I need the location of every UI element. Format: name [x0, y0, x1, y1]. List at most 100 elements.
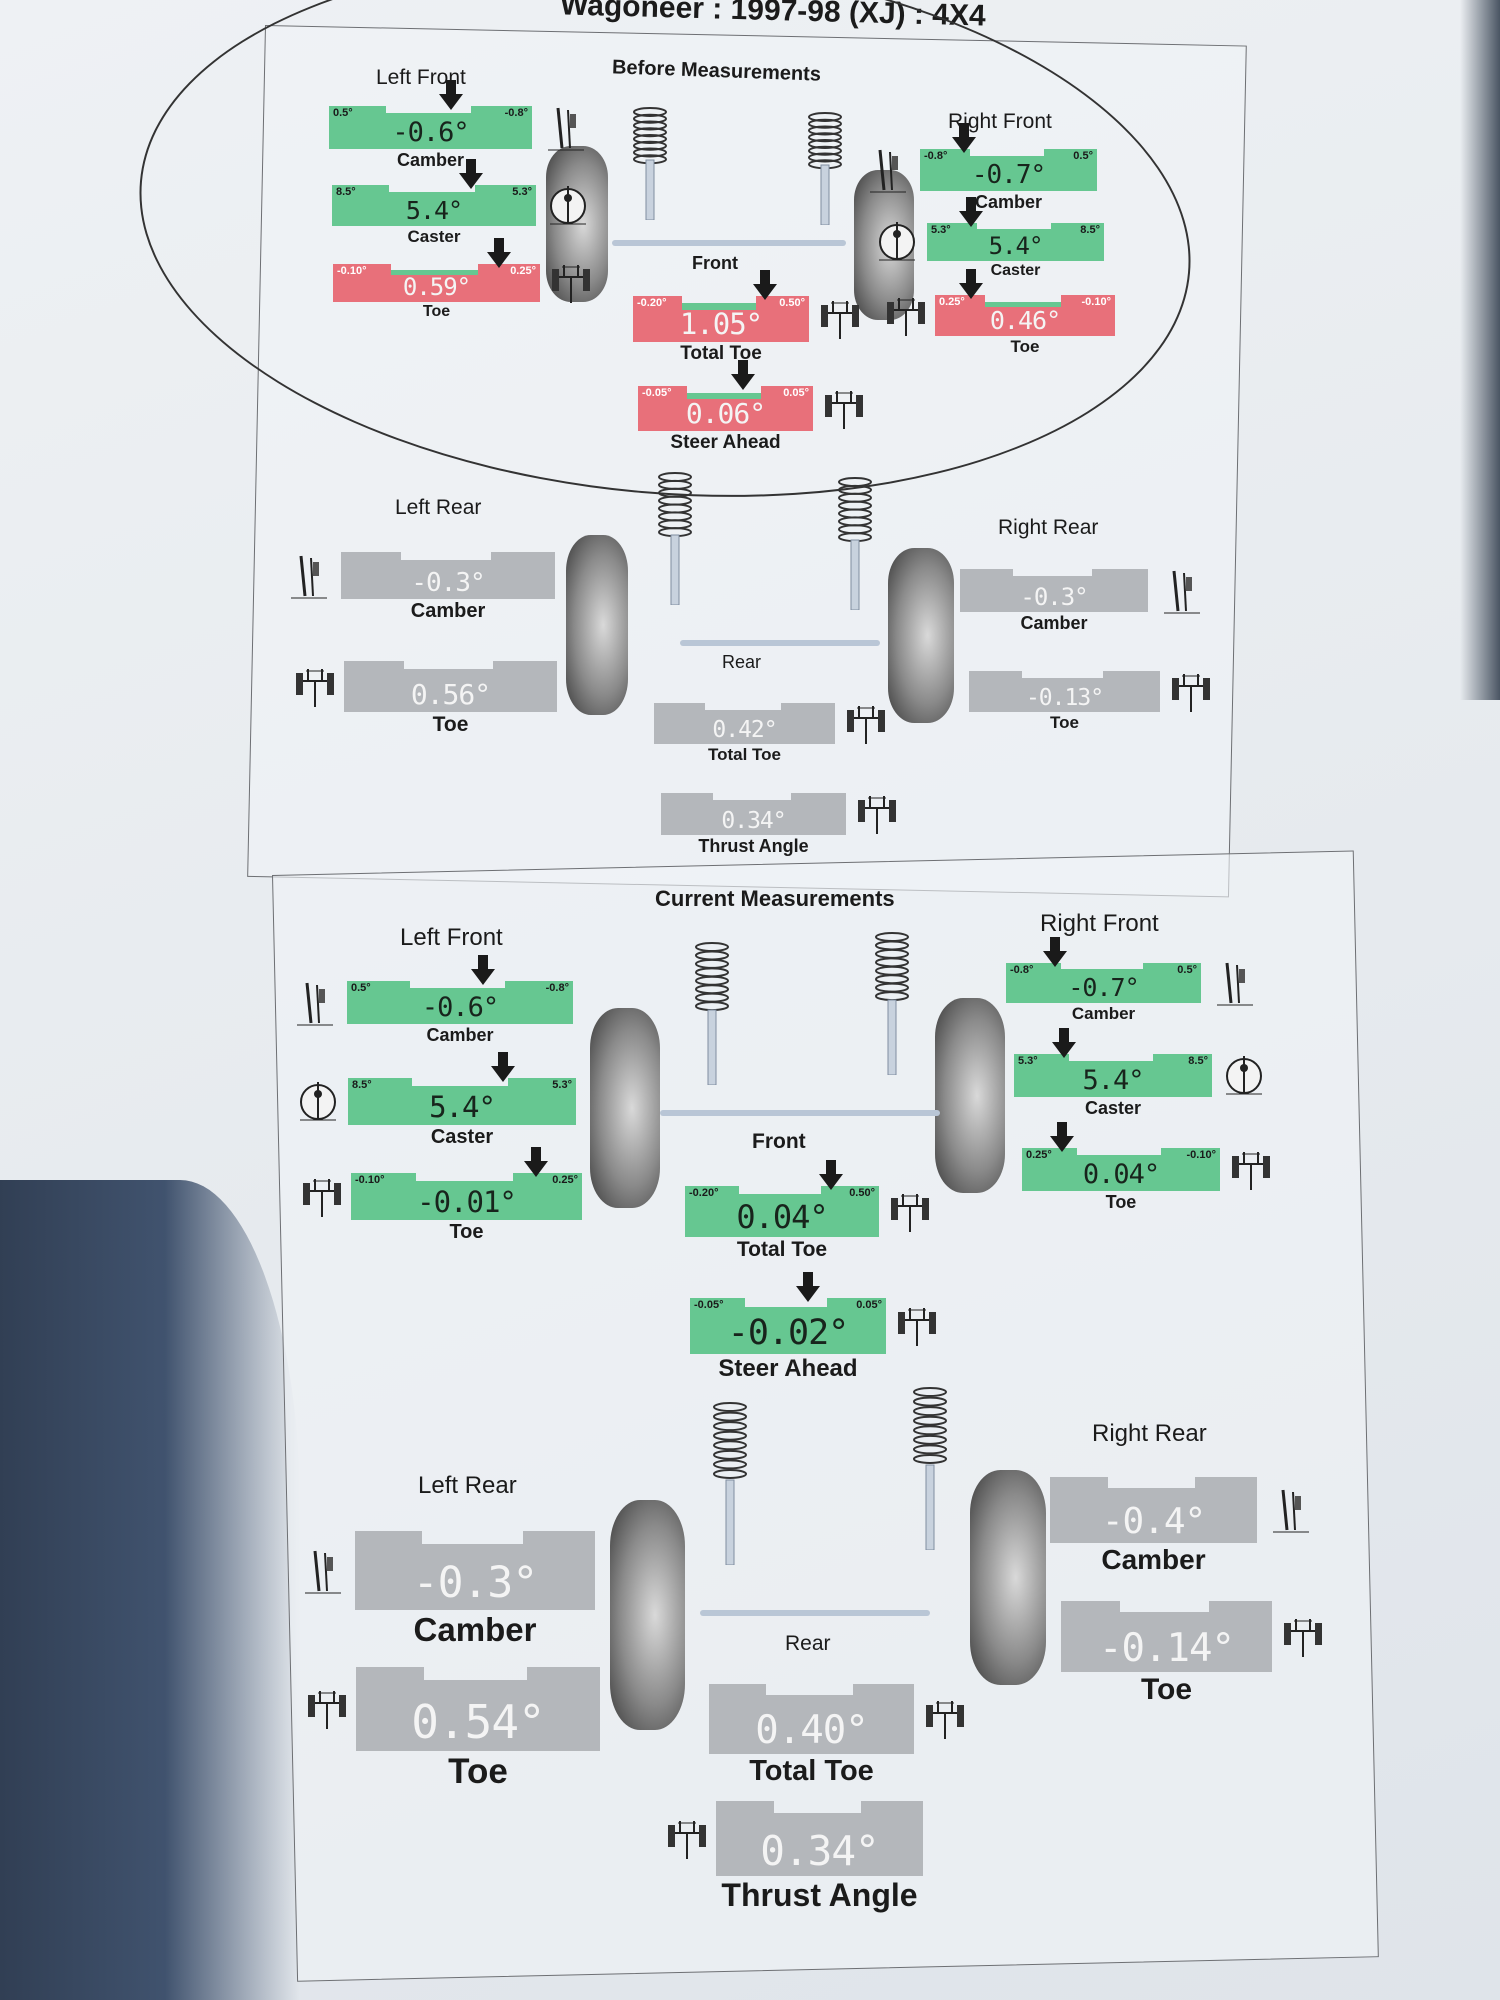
gauge-end-left — [654, 703, 705, 716]
toe-diagram-icon — [885, 292, 927, 345]
gauge-min-value: 0.25° — [1026, 1148, 1052, 1161]
toe-diagram-icon — [301, 1173, 343, 1226]
gauge-label: Toe — [1050, 713, 1079, 732]
gauge-mid-step — [389, 191, 475, 198]
gauge-end-left — [661, 793, 713, 806]
gauge-value: 0.04° — [1082, 1159, 1160, 1191]
current-rear-left-strut-icon — [710, 1395, 750, 1570]
camber-diagram-icon — [548, 104, 584, 157]
gauge-value: 0.34° — [721, 808, 786, 835]
gauge-bar — [920, 160, 1097, 191]
before-left-rear-label: Left Rear — [395, 496, 482, 519]
gauge-value: -0.3° — [412, 1558, 538, 1609]
current-right-rear-label: Right Rear — [1092, 1420, 1207, 1447]
current-rear-tie-rod — [700, 1610, 930, 1616]
gauge-label: Camber — [396, 150, 465, 170]
before-lr-toe-gauge: 0.56°Toe — [296, 661, 557, 736]
gauge-label: Toe — [1140, 1673, 1193, 1706]
gauge-mid-step — [969, 155, 1044, 162]
current-rear-right-strut-icon — [910, 1380, 950, 1555]
gauge-value: -0.14° — [1099, 1625, 1235, 1671]
gauge-pointer-arrow-icon — [795, 1272, 820, 1302]
gauge-end-left — [332, 185, 390, 198]
gauge-value: 0.46° — [989, 306, 1061, 336]
gauge-label: Toe — [449, 1221, 484, 1243]
gauge-pointer-arrow-icon — [959, 269, 983, 299]
gauge-end-right — [1050, 223, 1104, 235]
camber-diagram-icon — [305, 1547, 341, 1600]
gauge-label: Camber — [410, 600, 486, 622]
gauge-end-left — [1061, 1601, 1121, 1623]
camber-diagram-icon — [1217, 959, 1253, 1012]
gauge-bar — [1014, 1066, 1212, 1097]
gauge-end-left — [355, 1531, 423, 1555]
gauge-mid-step — [687, 393, 761, 400]
gauge-bar — [654, 714, 835, 744]
gauge-end-right — [860, 1801, 923, 1824]
gauge-end-right — [1102, 671, 1160, 684]
gauge-mid-step — [403, 669, 494, 677]
gauge-end-right — [1043, 149, 1097, 162]
gauge-mid-step — [422, 1543, 523, 1555]
gauge-mid-step — [1107, 1487, 1195, 1497]
gauge-pointer-arrow-icon — [1042, 937, 1067, 967]
gauge-max-value: 0.50° — [849, 1187, 875, 1200]
gauge-bar — [935, 306, 1115, 336]
gauge-pointer-arrow-icon — [818, 1160, 843, 1190]
gauge-end-right — [493, 661, 557, 677]
current-rr-toe-gauge: -0.14°Toe — [1061, 1601, 1322, 1706]
gauge-max-value: 5.3° — [512, 185, 532, 198]
thrust-angle-diagram-icon — [856, 790, 898, 843]
before-front-axle-arms — [612, 240, 846, 246]
gauge-mid-step — [410, 987, 506, 994]
before-rr-camber-gauge: -0.3°Camber — [960, 569, 1200, 633]
gauge-label: Thrust Angle — [698, 836, 809, 856]
gauge-label: Toe — [432, 713, 469, 736]
gauge-value: 5.4° — [1082, 1065, 1144, 1097]
toe-diagram-icon — [306, 1685, 348, 1738]
gauge-value: 0.42° — [712, 717, 777, 744]
gauge-end-right — [523, 1531, 595, 1555]
gauge-value: -0.6° — [421, 992, 499, 1024]
gauge-max-value: -0.8° — [504, 106, 528, 119]
gauge-value: 0.59° — [402, 273, 471, 302]
gauge-end-right — [1208, 1601, 1272, 1623]
gauge-bar — [960, 581, 1148, 612]
photo-edge — [1460, 0, 1500, 700]
gauge-label: Toe — [1010, 337, 1040, 356]
gauge-end-left — [690, 1298, 745, 1315]
gauge-value: -0.6° — [392, 117, 469, 149]
gauge-bar — [1061, 1620, 1272, 1672]
gauge-end-right — [471, 106, 532, 119]
gauge-bar — [709, 1703, 914, 1754]
gauge-label: Camber — [974, 192, 1043, 212]
gauge-max-value: -0.8° — [545, 981, 569, 994]
gauge-max-value: 5.3° — [552, 1078, 572, 1091]
current-rear-right-wheel-icon — [970, 1470, 1046, 1685]
before-rear-right-wheel-icon — [888, 548, 954, 723]
gauge-mid-step — [1069, 1060, 1153, 1067]
gauge-end-left — [351, 1173, 416, 1188]
gauge-label: Toe — [448, 1752, 508, 1791]
current-lr-camber-gauge: -0.3°Camber — [305, 1531, 595, 1648]
gauge-value: -0.3° — [411, 568, 485, 599]
gauge-label: Total Toe — [680, 343, 762, 364]
gauge-end-right — [852, 1684, 914, 1705]
gauge-max-value: 0.05° — [783, 386, 809, 399]
gauge-bar — [348, 1091, 576, 1125]
gauge-label: Camber — [1071, 1004, 1136, 1023]
gauge-value: 0.40° — [755, 1707, 868, 1753]
gauge-mid-step — [385, 112, 472, 119]
gauge-min-value: -0.05° — [694, 1299, 724, 1312]
gauge-end-left — [716, 1801, 774, 1824]
gauge-value: -0.7° — [971, 160, 1046, 191]
gauge-pointer-arrow-icon — [491, 1052, 516, 1082]
gauge-end-right — [1091, 569, 1148, 582]
before-total-toe-gauge: -0.20°0.50°1.05°Total Toe — [633, 270, 859, 364]
before-rear-label: Rear — [722, 652, 762, 672]
before-rf-toe-gauge: 0.25°-0.10°0.46°Toe — [887, 269, 1115, 356]
before-rear-tie-rod — [680, 640, 880, 646]
gauge-pointer-arrow-icon — [1051, 1028, 1076, 1058]
gauge-bar — [716, 1822, 923, 1876]
before-lf-toe-gauge: -0.10°0.25°0.59°Toe — [333, 238, 590, 320]
